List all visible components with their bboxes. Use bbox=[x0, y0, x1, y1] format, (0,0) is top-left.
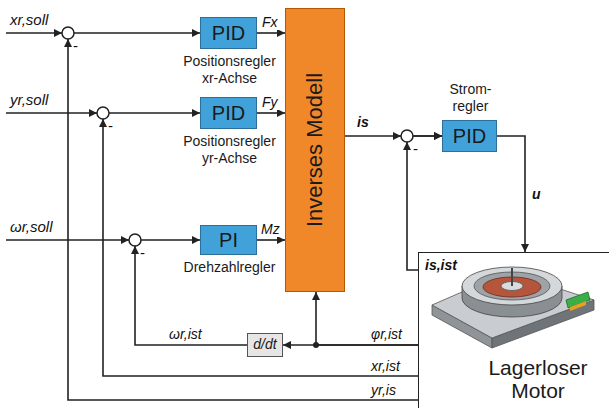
controller-box: PIDStrom- regler bbox=[442, 120, 497, 152]
signal-label: xr,ist bbox=[370, 358, 401, 374]
node-caption: Positionsregler yr-Achse bbox=[175, 133, 285, 167]
motor-illustration bbox=[432, 267, 594, 348]
summing-junction bbox=[97, 107, 109, 119]
minus-sign: - bbox=[140, 245, 145, 261]
housing-top bbox=[462, 267, 562, 305]
node-label: PI bbox=[219, 229, 238, 251]
signal-connector bbox=[257, 32, 285, 34]
setpoint-label: ωr,soll bbox=[10, 219, 53, 235]
signal-label: Mz bbox=[260, 221, 281, 237]
rotor-shaft bbox=[511, 268, 513, 286]
summing-junction bbox=[129, 234, 141, 246]
node-caption: Drehzahlregler bbox=[175, 259, 285, 276]
node-label: Lagerloser Motor bbox=[473, 356, 603, 402]
node-label: PID bbox=[453, 125, 486, 147]
arrow-head bbox=[131, 246, 139, 254]
signal-label: Fy bbox=[261, 94, 279, 110]
signal-connector bbox=[68, 33, 418, 400]
signal-connector bbox=[257, 239, 285, 241]
controller-box: PIDrehzahlregler bbox=[200, 225, 257, 255]
signal-label: u bbox=[531, 186, 542, 202]
arrow-head bbox=[99, 119, 107, 127]
controller-box: PIDPositionsregler xr-Achse bbox=[200, 17, 257, 49]
minus-sign: - bbox=[413, 141, 418, 157]
input-line bbox=[6, 112, 97, 114]
controller-box: PIDPositionsregler yr-Achse bbox=[200, 97, 257, 129]
signal-connector bbox=[135, 240, 247, 345]
node-caption: Positionsregler xr-Achse bbox=[175, 53, 285, 87]
inverse-model-box: Inverses Modell bbox=[285, 8, 345, 292]
signal-connector bbox=[497, 136, 525, 252]
node-label: d/dt bbox=[253, 337, 276, 352]
node-label: PID bbox=[212, 22, 245, 44]
node-label: PID bbox=[212, 102, 245, 124]
arrow-head bbox=[393, 132, 401, 140]
summing-junction bbox=[62, 27, 74, 39]
connector-plug bbox=[570, 301, 586, 311]
motor-box: Lagerloser Motor bbox=[418, 252, 609, 408]
input-line bbox=[6, 239, 129, 241]
summing-junction bbox=[401, 130, 413, 142]
input-line bbox=[6, 32, 62, 34]
signal-label: is bbox=[356, 114, 370, 130]
arrow-head bbox=[64, 39, 72, 47]
signal-connector bbox=[316, 292, 418, 345]
minus-sign: - bbox=[73, 38, 78, 54]
node-caption: Strom- regler bbox=[439, 81, 503, 115]
setpoint-label: xr,soll bbox=[10, 12, 48, 28]
setpoint-label: yr,soll bbox=[10, 92, 48, 108]
signal-connector bbox=[257, 112, 285, 114]
signal-label: Fx bbox=[261, 14, 279, 30]
minus-sign: - bbox=[108, 118, 113, 134]
signal-connector bbox=[407, 136, 442, 270]
signal-label: ωr,ist bbox=[168, 326, 203, 342]
branch-dot bbox=[313, 342, 319, 348]
signal-label: is,ist bbox=[424, 257, 458, 273]
signal-label: yr,is bbox=[370, 382, 397, 398]
arrow-head bbox=[403, 142, 411, 150]
node-label: Inverses Modell bbox=[303, 73, 327, 227]
signal-connector bbox=[103, 113, 418, 376]
derivative-box: d/dt bbox=[247, 333, 283, 357]
signal-label: φr,ist bbox=[370, 326, 403, 342]
